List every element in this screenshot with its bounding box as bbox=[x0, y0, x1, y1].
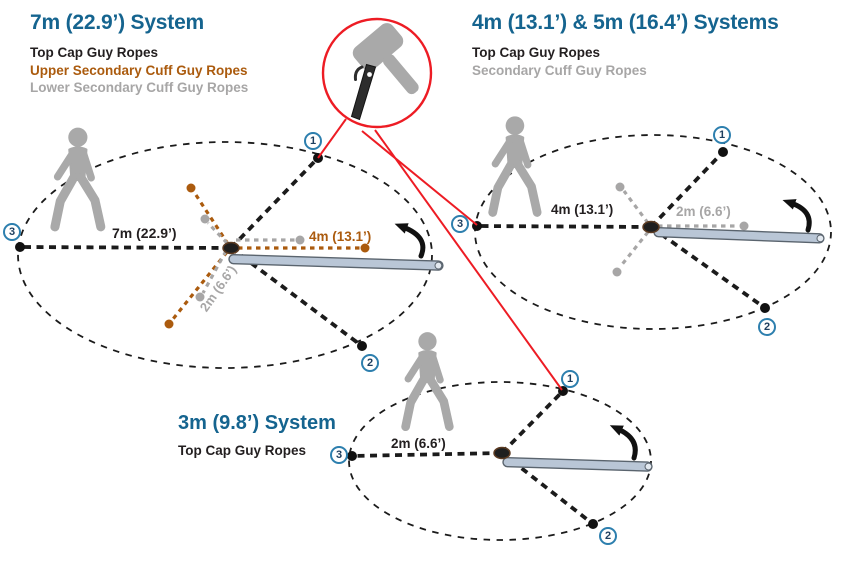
upper-secondary-cuff-ropes bbox=[171, 191, 360, 321]
anchor-badge-3: 3 bbox=[330, 446, 348, 464]
anchor-badge-2: 2 bbox=[758, 318, 776, 336]
walking-person-icon bbox=[55, 128, 101, 227]
system-7m-graphic bbox=[15, 128, 444, 369]
anchor-radius-ellipse bbox=[17, 141, 433, 369]
mast-pole bbox=[228, 253, 444, 271]
mast-pole bbox=[653, 226, 825, 244]
walking-person-icon bbox=[406, 332, 450, 427]
anchor-badge-2: 2 bbox=[361, 354, 379, 372]
top-cap-guy-ropes bbox=[476, 150, 767, 310]
rope-length-2m: 2m (6.6’) bbox=[391, 436, 446, 451]
callout-pointer-lines bbox=[317, 118, 563, 391]
legend-upper-secondary: Upper Secondary Cuff Guy Ropes bbox=[30, 62, 248, 78]
mast-pole bbox=[502, 456, 653, 472]
rope-length-4m-upper: 4m (13.1’) bbox=[309, 229, 372, 244]
mallet-icon bbox=[352, 23, 419, 95]
title-4m5m-systems: 4m (13.1’) & 5m (16.4’) Systems bbox=[472, 11, 779, 34]
legend-7m-system: Top Cap Guy Ropes Upper Secondary Cuff G… bbox=[30, 46, 248, 99]
legend-4m5m-systems: Top Cap Guy Ropes Secondary Cuff Guy Rop… bbox=[472, 46, 647, 81]
anchor-radius-ellipse bbox=[474, 134, 832, 330]
anchor-badge-2: 2 bbox=[599, 527, 617, 545]
anchor-badge-1: 1 bbox=[304, 132, 322, 150]
legend-top-cap: Top Cap Guy Ropes bbox=[30, 45, 159, 60]
tent-stake-icon bbox=[350, 63, 377, 121]
anchor-radius-ellipse bbox=[348, 381, 652, 541]
anchor-dots bbox=[347, 386, 598, 529]
anchor-badge-3: 3 bbox=[3, 223, 21, 241]
anchor-badge-3: 3 bbox=[451, 215, 469, 233]
rotation-arrow-icon bbox=[782, 199, 812, 233]
lower-secondary-cuff-ropes bbox=[201, 221, 295, 294]
pole-hub bbox=[642, 220, 660, 234]
rotation-arrow-icon bbox=[394, 223, 426, 259]
rope-length-2m-secondary: 2m (6.6’) bbox=[676, 204, 731, 219]
secondary-stake-dots bbox=[612, 182, 749, 277]
anchor-badge-1: 1 bbox=[713, 126, 731, 144]
walking-person-icon bbox=[493, 116, 537, 212]
rotation-arrow-icon bbox=[609, 425, 638, 461]
top-cap-guy-ropes bbox=[351, 389, 595, 526]
pole-hub bbox=[493, 446, 511, 460]
anchor-badge-1: 1 bbox=[561, 370, 579, 388]
legend-top-cap: Top Cap Guy Ropes bbox=[178, 443, 307, 458]
system-3m-graphic bbox=[347, 332, 653, 541]
title-7m-system: 7m (22.9’) System bbox=[30, 11, 205, 34]
pole-hub bbox=[222, 241, 240, 255]
rope-length-7m: 7m (22.9’) bbox=[112, 225, 177, 241]
secondary-cuff-ropes bbox=[618, 190, 738, 268]
legend-top-cap: Top Cap Guy Ropes bbox=[472, 45, 601, 60]
upper-secondary-stake-dots bbox=[164, 183, 370, 329]
title-3m-system: 3m (9.8’) System bbox=[178, 412, 336, 434]
rope-length-4m: 4m (13.1’) bbox=[551, 202, 614, 217]
legend-secondary: Secondary Cuff Guy Ropes bbox=[472, 62, 647, 78]
system-4m5m-graphic bbox=[472, 116, 832, 330]
lower-secondary-stake-dots bbox=[195, 214, 305, 302]
hammer-stake-callout bbox=[317, 17, 563, 391]
callout-circle bbox=[321, 17, 433, 129]
legend-3m-system: Top Cap Guy Ropes bbox=[178, 444, 306, 462]
legend-lower-secondary: Lower Secondary Cuff Guy Ropes bbox=[30, 80, 249, 95]
